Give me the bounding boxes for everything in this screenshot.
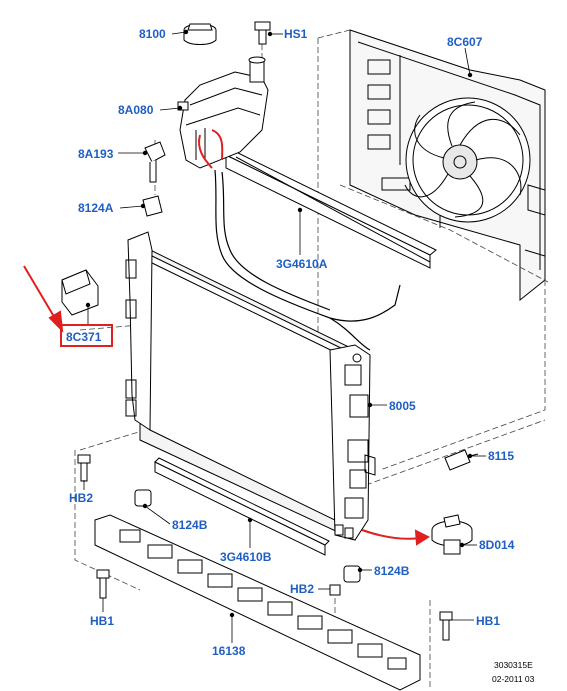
label-hb2-right: HB2 — [290, 582, 314, 596]
label-8a193: 8A193 — [78, 147, 114, 161]
highlight-box-8c371 — [60, 324, 113, 347]
callout-labels: 8100 HS1 8C607 8A080 8A193 8124A 3G4610A… — [66, 27, 515, 658]
bolt-hb1-right — [439, 611, 453, 641]
label-8124b-left: 8124B — [172, 518, 208, 532]
drain-plug-8d014 — [431, 514, 473, 555]
highlight-arrow-8c371 — [23, 265, 64, 333]
lower-panel-16138 — [94, 514, 421, 691]
label-8124b-right: 8124B — [374, 564, 410, 578]
hose-highlight — [198, 129, 224, 169]
fan-shroud-8c607 — [349, 29, 546, 302]
hose-assembly — [214, 169, 401, 351]
label-8115: 8115 — [488, 449, 514, 463]
insulator-8c371 — [61, 269, 99, 316]
grommet-8124b-left — [134, 489, 152, 507]
label-8005: 8005 — [389, 399, 416, 413]
label-8100: 8100 — [139, 27, 166, 41]
bracket-8a193 — [144, 141, 166, 183]
label-8a080: 8A080 — [118, 103, 154, 117]
bolt-hb2-left — [77, 454, 91, 482]
air-deflector-3g4610b — [154, 457, 330, 556]
insulator-8124a — [142, 195, 163, 217]
label-hb2-left: HB2 — [69, 491, 93, 505]
label-8124a: 8124A — [78, 201, 114, 215]
drawing-number: 3030315E — [494, 660, 533, 670]
expansion-cap-8100 — [183, 23, 217, 45]
leader-lines — [83, 29, 486, 643]
grommet-8124b-right — [343, 565, 361, 583]
label-8c607: 8C607 — [447, 35, 483, 49]
label-8c371: 8C371 — [66, 330, 102, 344]
label-hb1-right: HB1 — [476, 614, 500, 628]
label-8d014: 8D014 — [479, 538, 515, 552]
label-3g4610b: 3G4610B — [220, 550, 272, 564]
bolt-hs1 — [254, 21, 271, 45]
expansion-tank-8a080 — [177, 56, 269, 169]
bolt-hb2-right — [329, 584, 341, 596]
highlight-arrow-8d014 — [361, 529, 431, 546]
sensor-8115 — [444, 449, 479, 471]
label-16138: 16138 — [212, 644, 246, 658]
label-3g4610a: 3G4610A — [276, 257, 328, 271]
label-hb1-left: HB1 — [90, 614, 114, 628]
drawing-date: 02-2011 03 — [492, 674, 535, 684]
bolt-hb1-left — [96, 569, 110, 599]
radiator-8005 — [125, 231, 376, 541]
label-hs1: HS1 — [284, 27, 308, 41]
